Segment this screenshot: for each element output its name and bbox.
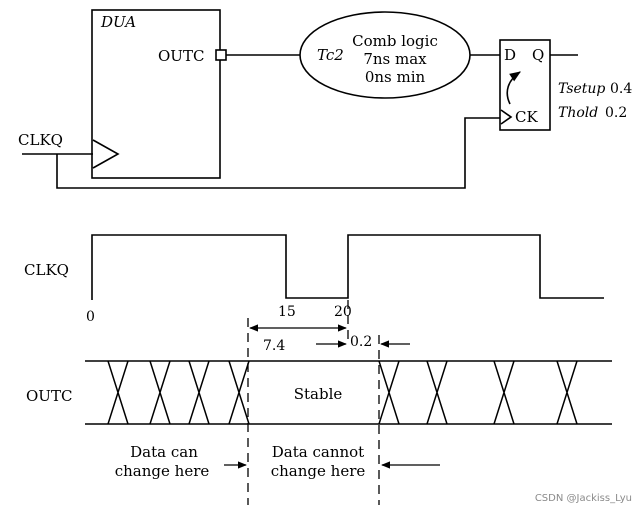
- comb-min-delay: 0ns min: [365, 68, 426, 86]
- outc-bus: [85, 360, 612, 425]
- clk-input-label: CLKQ: [18, 131, 63, 149]
- middle-note-line1: Data cannot: [272, 443, 364, 461]
- interval-markers: [249, 324, 410, 348]
- comb-delay-name: Tc2: [317, 46, 344, 64]
- bus-transition: [228, 360, 250, 425]
- thold-value: 0.2: [605, 105, 627, 121]
- stable-label: Stable: [294, 385, 343, 403]
- clock-route-wire: [56, 117, 500, 189]
- bus-transition: [426, 360, 448, 425]
- clk-wave-label: CLKQ: [24, 261, 69, 279]
- bus-transition: [493, 360, 515, 425]
- ff-ck-pin: CK: [515, 108, 538, 126]
- thold-name: Thold: [558, 105, 598, 121]
- left-note-line1: Data can: [130, 443, 198, 461]
- dua-label: DUA: [100, 13, 136, 31]
- bus-transition: [556, 360, 578, 425]
- flipflop-box: [499, 39, 551, 131]
- tick-15: 15: [278, 304, 296, 320]
- outc-port-label: OUTC: [158, 47, 204, 65]
- interval-74-label: 7.4: [263, 338, 285, 354]
- schematic: [22, 9, 578, 189]
- clk-wave-line: [91, 234, 604, 300]
- comb-max-delay: 7ns max: [363, 50, 427, 68]
- left-note-line2: change here: [115, 462, 210, 480]
- tsetup-value: 0.4: [610, 81, 632, 97]
- dua-clock-triangle: [92, 139, 120, 169]
- tsetup-name: Tsetup: [558, 81, 605, 97]
- bus-transition: [188, 360, 210, 425]
- dua-block: [91, 9, 221, 179]
- watermark-text: CSDN @Jackiss_Lyu: [535, 493, 632, 504]
- capture-curve-arrow: [506, 71, 521, 105]
- schematic-labels: DUA OUTC CLKQ Tc2 Comb logic 7ns max 0ns…: [18, 13, 632, 149]
- tick-20: 20: [334, 304, 352, 320]
- outc-wave-label: OUTC: [26, 387, 72, 405]
- tick-0: 0: [86, 309, 95, 325]
- outc-port-square: [215, 49, 227, 61]
- ff-clock-triangle: [500, 109, 513, 125]
- ff-d-pin: D: [504, 46, 516, 64]
- bus-transition: [149, 360, 171, 425]
- middle-note-line2: change here: [271, 462, 366, 480]
- ff-q-pin: Q: [532, 46, 544, 64]
- clk-waveform: [91, 234, 604, 300]
- bus-transition: [378, 360, 400, 425]
- interval-02-label: 0.2: [350, 334, 372, 350]
- bus-transition: [107, 360, 129, 425]
- dashed-guides: [247, 300, 380, 505]
- comb-title: Comb logic: [352, 32, 438, 50]
